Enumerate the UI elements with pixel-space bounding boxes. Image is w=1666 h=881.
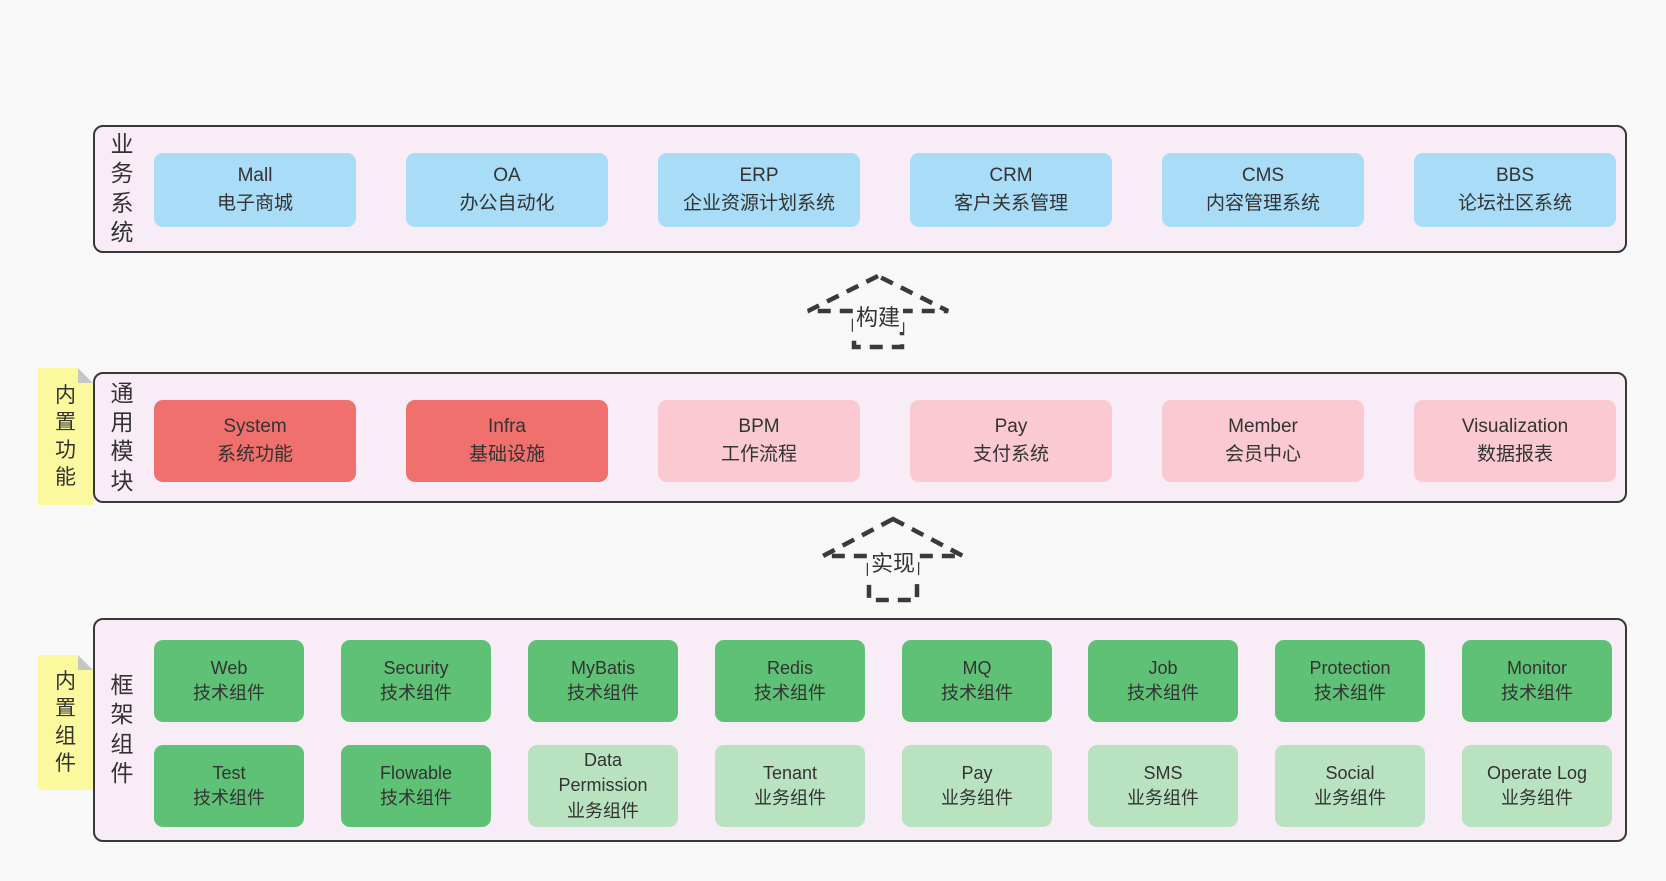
box-social-sub: 业务组件 xyxy=(1314,788,1386,808)
box-infra-name: Infra xyxy=(487,416,527,438)
box-bbs-sub: 论坛社区系统 xyxy=(1457,193,1572,214)
box-infra-sub: 基础设施 xyxy=(468,444,545,465)
box-oa-name: OA xyxy=(493,165,521,187)
box-sms-sub: 业务组件 xyxy=(1127,788,1199,808)
box-pay-system-sub: 支付系统 xyxy=(972,444,1049,465)
box-mq: MQ 技术组件 xyxy=(902,640,1052,722)
box-protection: Protection 技术组件 xyxy=(1275,640,1425,722)
box-erp-name: ERP xyxy=(739,165,779,187)
box-member: Member 会员中心 xyxy=(1162,400,1364,482)
box-erp: ERP 企业资源计划系统 xyxy=(658,153,860,227)
box-sms-name: SMS xyxy=(1143,762,1183,783)
box-pay-system-name: Pay xyxy=(994,416,1028,438)
box-pay-component-name: Pay xyxy=(961,762,993,783)
band-common-modules-label: 通用模块 xyxy=(110,379,134,494)
box-web: Web 技术组件 xyxy=(154,640,304,722)
box-mall-name: Mall xyxy=(237,165,273,187)
box-redis-sub: 技术组件 xyxy=(754,683,826,703)
box-test: Test 技术组件 xyxy=(154,745,304,827)
box-pay-system: Pay 支付系统 xyxy=(910,400,1112,482)
box-test-sub: 技术组件 xyxy=(193,788,265,808)
box-operate-log: Operate Log 业务组件 xyxy=(1462,745,1612,827)
band-business-systems: 业务系统 Mall 电子商城 OA 办公自动化 ERP 企业资源计划系统 CRM… xyxy=(93,125,1627,253)
box-visualization: Visualization 数据报表 xyxy=(1414,400,1616,482)
box-job-sub: 技术组件 xyxy=(1127,683,1199,703)
box-bpm-name: BPM xyxy=(738,416,780,438)
box-security-name: Security xyxy=(383,657,449,678)
note-built-in-components-label: 内置组件 xyxy=(55,669,76,775)
box-tenant: Tenant 业务组件 xyxy=(715,745,865,827)
box-bpm-sub: 工作流程 xyxy=(720,444,797,465)
box-social: Social 业务组件 xyxy=(1275,745,1425,827)
box-mall-sub: 电子商城 xyxy=(216,193,293,214)
arrow-build-shape xyxy=(806,273,950,350)
box-flowable: Flowable 技术组件 xyxy=(341,745,491,827)
box-monitor-sub: 技术组件 xyxy=(1501,683,1573,703)
box-security-sub: 技术组件 xyxy=(380,683,452,703)
box-operate-log-sub: 业务组件 xyxy=(1501,788,1573,808)
box-infra: Infra 基础设施 xyxy=(406,400,608,482)
box-crm-name: CRM xyxy=(989,165,1033,187)
note-built-in-features: 内置功能 xyxy=(38,368,93,505)
box-pay-component-sub: 业务组件 xyxy=(941,788,1013,808)
box-web-sub: 技术组件 xyxy=(193,683,265,703)
band-common-modules: 通用模块 System 系统功能 Infra 基础设施 BPM 工作流程 Pay… xyxy=(93,372,1627,503)
arrow-implement: 实现 xyxy=(813,516,973,604)
box-mq-sub: 技术组件 xyxy=(941,683,1013,703)
box-cms-name: CMS xyxy=(1241,165,1285,187)
box-sms: SMS 业务组件 xyxy=(1088,745,1238,827)
box-visualization-sub: 数据报表 xyxy=(1476,444,1553,465)
box-mall: Mall 电子商城 xyxy=(154,153,356,227)
box-system-name: System xyxy=(223,416,287,438)
box-protection-name: Protection xyxy=(1309,657,1391,678)
box-erp-sub: 企业资源计划系统 xyxy=(682,193,835,214)
box-oa-sub: 办公自动化 xyxy=(459,193,555,214)
box-operate-log-name: Operate Log xyxy=(1486,762,1588,783)
box-bpm: BPM 工作流程 xyxy=(658,400,860,482)
box-flowable-name: Flowable xyxy=(379,762,453,783)
box-redis-name: Redis xyxy=(766,657,814,678)
note-built-in-components: 内置组件 xyxy=(38,655,93,790)
box-member-name: Member xyxy=(1228,416,1298,438)
box-mybatis-name: MyBatis xyxy=(570,657,635,678)
box-oa: OA 办公自动化 xyxy=(406,153,608,227)
box-data-permission-name: Data Permission xyxy=(558,750,648,796)
arrow-build: 构建 xyxy=(798,273,958,351)
box-cms-sub: 内容管理系统 xyxy=(1205,193,1320,214)
box-visualization-name: Visualization xyxy=(1461,416,1569,438)
box-social-name: Social xyxy=(1325,762,1375,783)
band-business-systems-label: 业务系统 xyxy=(110,131,134,246)
box-bbs-name: BBS xyxy=(1495,165,1535,187)
box-bbs: BBS 论坛社区系统 xyxy=(1414,153,1616,227)
box-tenant-name: Tenant xyxy=(762,762,818,783)
box-mq-name: MQ xyxy=(962,657,992,678)
box-data-permission: Data Permission 业务组件 xyxy=(528,745,678,827)
box-test-name: Test xyxy=(212,762,246,783)
box-tenant-sub: 业务组件 xyxy=(754,788,826,808)
box-member-sub: 会员中心 xyxy=(1224,444,1301,465)
box-protection-sub: 技术组件 xyxy=(1314,683,1386,703)
box-data-permission-sub: 业务组件 xyxy=(567,800,639,821)
box-monitor-name: Monitor xyxy=(1506,657,1568,678)
band-framework-components: 框架组件 Web 技术组件 Security 技术组件 MyBatis 技术组件… xyxy=(93,618,1627,842)
note-built-in-features-label: 内置功能 xyxy=(55,383,76,489)
box-job-name: Job xyxy=(1148,657,1178,678)
box-pay-component: Pay 业务组件 xyxy=(902,745,1052,827)
arrow-implement-label: 实现 xyxy=(867,546,919,578)
box-web-name: Web xyxy=(210,657,248,678)
band-framework-components-label: 框架组件 xyxy=(110,672,134,787)
box-security: Security 技术组件 xyxy=(341,640,491,722)
box-system-sub: 系统功能 xyxy=(216,444,293,465)
box-job: Job 技术组件 xyxy=(1088,640,1238,722)
box-monitor: Monitor 技术组件 xyxy=(1462,640,1612,722)
box-system: System 系统功能 xyxy=(154,400,356,482)
box-cms: CMS 内容管理系统 xyxy=(1162,153,1364,227)
box-crm-sub: 客户关系管理 xyxy=(953,193,1068,214)
box-crm: CRM 客户关系管理 xyxy=(910,153,1112,227)
box-mybatis: MyBatis 技术组件 xyxy=(528,640,678,722)
arrow-build-label: 构建 xyxy=(852,300,904,332)
box-redis: Redis 技术组件 xyxy=(715,640,865,722)
box-mybatis-sub: 技术组件 xyxy=(567,683,639,703)
box-flowable-sub: 技术组件 xyxy=(380,788,452,808)
